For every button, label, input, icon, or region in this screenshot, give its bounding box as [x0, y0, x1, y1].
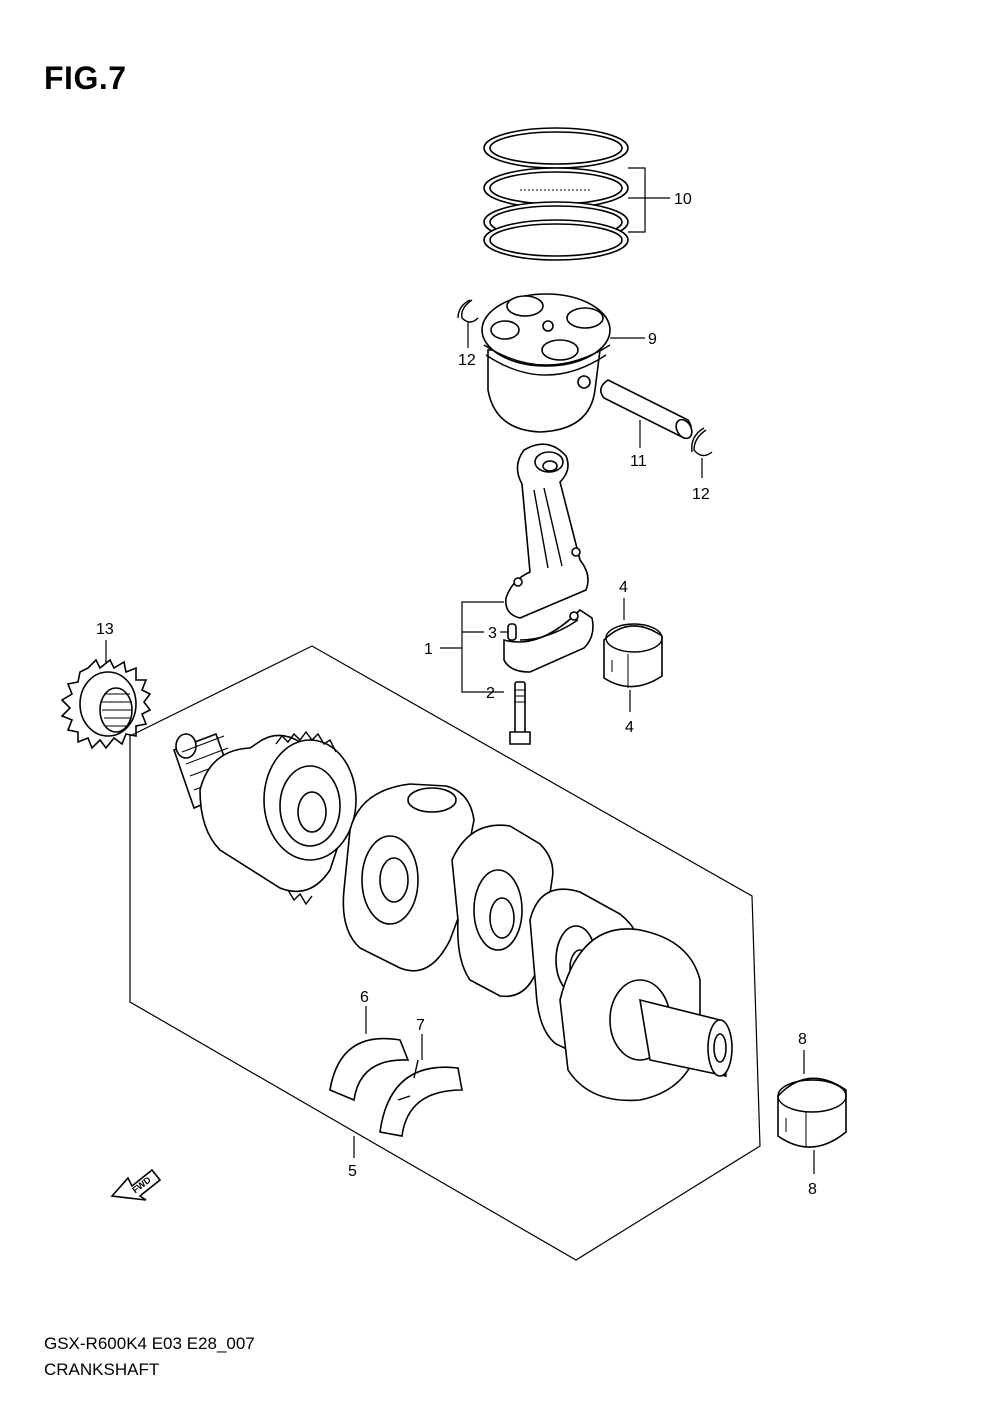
- callout-12b: 12: [692, 486, 710, 503]
- crankshaft[interactable]: [172, 730, 733, 1102]
- callout-1: 1: [424, 641, 433, 658]
- thrust-bearing-right[interactable]: [379, 1059, 463, 1137]
- rod-bolt[interactable]: [509, 681, 531, 745]
- section-name: CRANKSHAFT: [44, 1360, 160, 1379]
- callout-5: 5: [348, 1163, 357, 1180]
- forward-direction-arrow: FWD: [110, 1168, 162, 1201]
- model-code: GSX-R600K4 E03 E28_007: [44, 1334, 255, 1353]
- callout-12a: 12: [458, 352, 476, 369]
- connecting-rod-cap[interactable]: [503, 608, 594, 673]
- callout-7: 7: [416, 1017, 425, 1034]
- thrust-bearing-left[interactable]: [329, 1037, 410, 1102]
- main-bearing[interactable]: [777, 1077, 847, 1148]
- callout-8b: 8: [808, 1181, 817, 1198]
- callout-3: 3: [488, 625, 497, 642]
- callout-1-3-2-leader: [440, 601, 508, 693]
- figure-title: FIG.7: [44, 60, 127, 96]
- piston-pin[interactable]: [600, 379, 695, 441]
- circlip-right[interactable]: [691, 427, 713, 457]
- dowel-pin[interactable]: [507, 623, 517, 641]
- callout-6: 6: [360, 989, 369, 1006]
- callout-10-leader: [628, 167, 670, 233]
- circlip-left[interactable]: [457, 299, 479, 323]
- callout-10: 10: [674, 191, 692, 208]
- callout-4a: 4: [619, 579, 628, 596]
- conrod-bearing[interactable]: [603, 623, 663, 688]
- connecting-rod[interactable]: [504, 443, 589, 619]
- primary-drive-gear[interactable]: [60, 658, 152, 750]
- callout-11: 11: [630, 453, 647, 470]
- callout-2: 2: [486, 685, 495, 702]
- crankshaft-box: [129, 645, 761, 1261]
- piston[interactable]: [481, 293, 611, 433]
- callout-9: 9: [648, 331, 657, 348]
- callout-13: 13: [96, 621, 114, 638]
- callout-8a: 8: [798, 1031, 807, 1048]
- piston-rings[interactable]: [483, 127, 629, 261]
- callout-4b: 4: [625, 719, 634, 736]
